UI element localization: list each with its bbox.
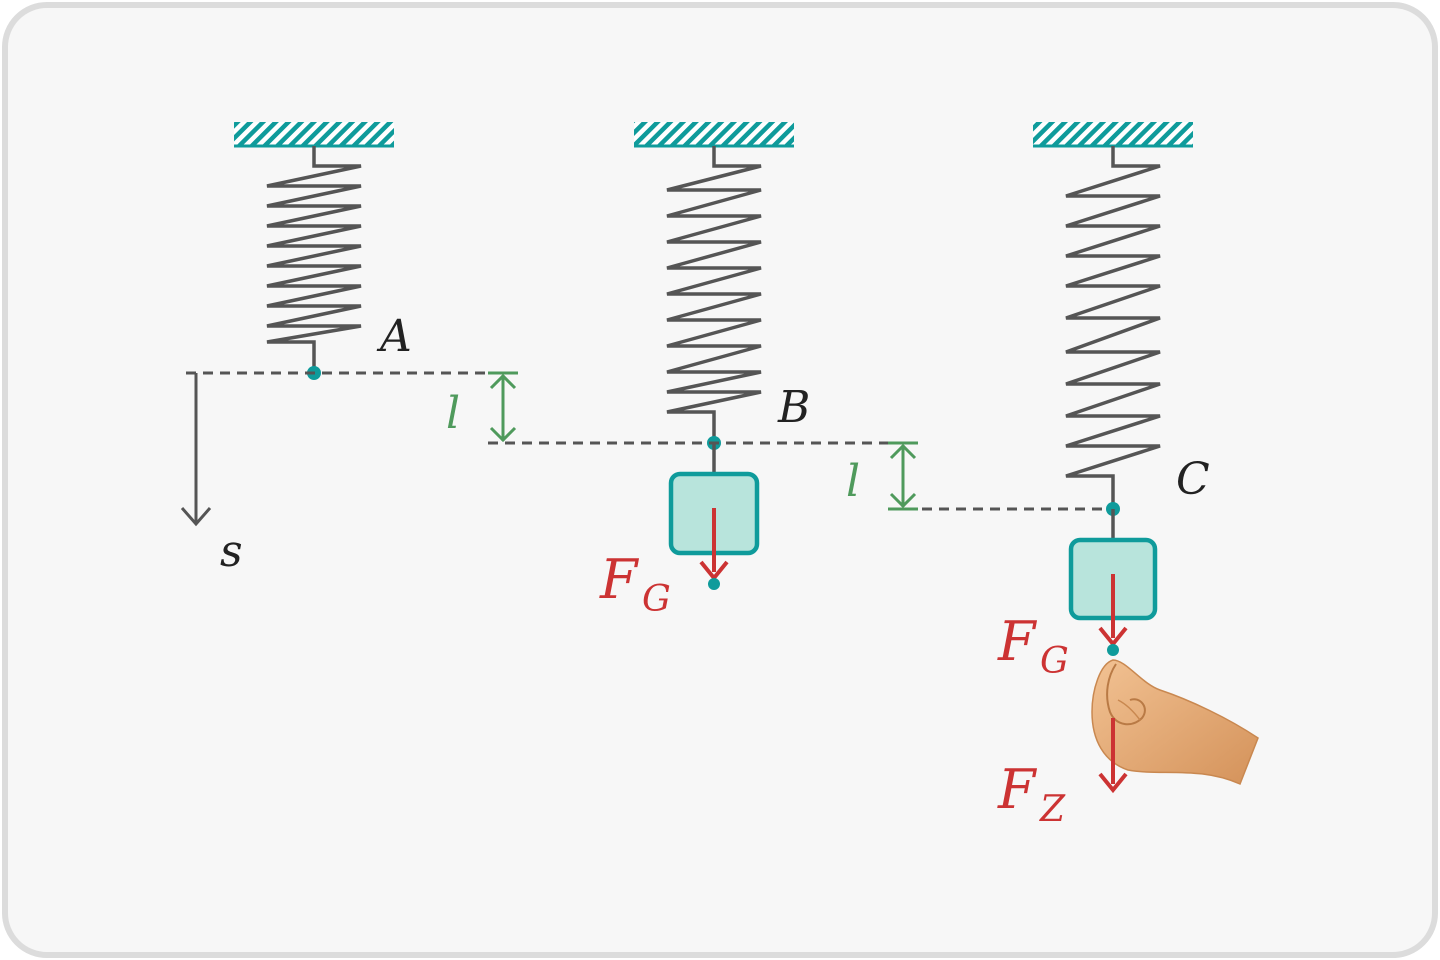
ceiling-c xyxy=(1033,122,1193,146)
label-fg-b: F G xyxy=(599,548,671,620)
extension-marker-1 xyxy=(488,371,518,443)
label-a: A xyxy=(376,311,412,362)
spring-a-group xyxy=(234,122,394,380)
spring-b-group xyxy=(634,122,794,590)
center-b-dot xyxy=(708,578,720,590)
spring-b xyxy=(666,146,762,443)
spring-a xyxy=(266,146,362,373)
ceiling-a xyxy=(234,122,394,146)
label-ext-2: l xyxy=(846,456,860,507)
ceiling-b xyxy=(634,122,794,146)
label-s: s xyxy=(220,526,243,577)
label-fg-b-sub: G xyxy=(642,579,671,620)
hand-pulling-icon xyxy=(1091,659,1259,786)
fz-arrow xyxy=(1098,772,1128,794)
center-c-dot xyxy=(1107,644,1119,656)
label-c: C xyxy=(1176,454,1210,505)
spring-c xyxy=(1065,146,1161,509)
extension-marker-2 xyxy=(888,441,918,511)
label-fz-main: F xyxy=(997,758,1038,821)
label-fg-c-main: F xyxy=(997,610,1038,673)
label-b: B xyxy=(777,382,810,433)
label-ext-1: l xyxy=(446,388,460,439)
label-fg-c-sub: G xyxy=(1040,641,1069,682)
label-fz-sub: Z xyxy=(1039,789,1066,830)
spring-c-group xyxy=(1033,122,1259,794)
label-fg-b-main: F xyxy=(599,548,640,611)
s-axis-arrow xyxy=(180,373,212,527)
label-fg-c: F G xyxy=(997,610,1069,682)
label-fz: F Z xyxy=(997,758,1066,830)
